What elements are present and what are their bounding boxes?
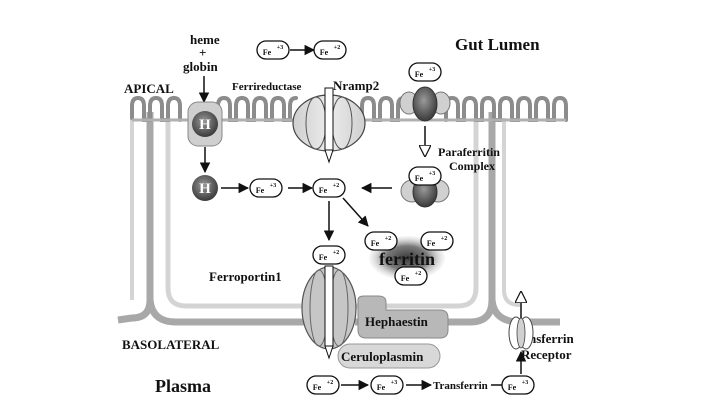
fe2-cytosol-symbol: Fe bbox=[319, 186, 328, 195]
fe2-ferritin-left-charge: +2 bbox=[385, 236, 391, 242]
paraferritin-label-2: Complex bbox=[449, 159, 495, 173]
fe2-lumen-charge: +2 bbox=[334, 45, 340, 51]
plasma-label: Plasma bbox=[155, 376, 211, 396]
plus-label: + bbox=[199, 45, 206, 60]
heme-label: heme bbox=[190, 32, 220, 47]
fe3-lumen-symbol: Fe bbox=[263, 48, 272, 57]
ceruloplasmin-protein: Ceruloplasmin bbox=[337, 343, 441, 369]
fe3-integrin-badge: Fe +3 bbox=[408, 62, 442, 82]
fe3-integrin-charge: +3 bbox=[429, 67, 435, 73]
hephaestin-label: Hephaestin bbox=[365, 314, 429, 329]
integrin-mobilferrin-receptor bbox=[399, 86, 451, 122]
fe3-paraferritin-symbol: Fe bbox=[415, 174, 424, 183]
fe2-to-ferritin-arrow bbox=[342, 197, 369, 227]
fe3-transferrin-badge: Fe +3 bbox=[501, 375, 535, 395]
transferrin-receptor-label-2: Receptor bbox=[521, 347, 572, 362]
fe2-plasma-charge: +2 bbox=[327, 380, 333, 386]
fe2-plasma-badge: Fe +2 bbox=[306, 375, 340, 395]
fe2-ferroportin-symbol: Fe bbox=[319, 253, 328, 262]
fe3-paraferritin-charge: +3 bbox=[429, 171, 435, 177]
ferrireductase-label: Ferrireductase bbox=[232, 81, 302, 93]
heme-cytosol: H bbox=[192, 175, 218, 201]
heme-cytosol-icon bbox=[192, 175, 218, 201]
transferrin-label: Transferrin bbox=[433, 380, 488, 392]
fe2-cytosol-badge: Fe +2 bbox=[312, 178, 346, 198]
fe3-heme-derived-charge: +3 bbox=[270, 183, 276, 189]
apical-label: APICAL bbox=[124, 81, 174, 96]
fe2-ferritin-bottom-badge: Fe +2 bbox=[394, 266, 428, 286]
fe2-ferritin-left-symbol: Fe bbox=[371, 239, 380, 248]
fe2-ferritin-right-badge: Fe +2 bbox=[420, 231, 454, 251]
ferroportin1-transporter bbox=[301, 265, 357, 360]
fe3-plasma-badge: Fe +3 bbox=[370, 375, 404, 395]
transferrin-receptor bbox=[508, 316, 534, 350]
fe3-lumen-charge: +3 bbox=[277, 45, 283, 51]
heme-icon bbox=[192, 111, 218, 137]
fe2-ferritin-right-symbol: Fe bbox=[427, 239, 436, 248]
fe2-cytosol-charge: +2 bbox=[333, 183, 339, 189]
fe2-ferroportin-badge: Fe +2 bbox=[312, 245, 346, 265]
heme-symbol-text: H bbox=[199, 117, 211, 133]
ceruloplasmin-label: Ceruloplasmin bbox=[341, 349, 424, 364]
ferritin-label: ferritin bbox=[379, 249, 435, 269]
fe3-plasma-charge: +3 bbox=[391, 380, 397, 386]
fe2-ferritin-bottom-charge: +2 bbox=[415, 271, 421, 277]
fe2-ferritin-bottom-symbol: Fe bbox=[401, 274, 410, 283]
gut-lumen-label: Gut Lumen bbox=[455, 35, 540, 54]
fe2-plasma-symbol: Fe bbox=[313, 383, 322, 392]
ferroportin1-label: Ferroportin1 bbox=[209, 269, 282, 284]
nramp2-transporter bbox=[292, 87, 366, 164]
heme-cytosol-text: H bbox=[199, 181, 211, 197]
fe3-integrin-symbol: Fe bbox=[415, 70, 424, 79]
fe2-lumen-badge: Fe +2 bbox=[313, 40, 347, 60]
paraferritin-label-1: Paraferritin bbox=[438, 145, 500, 159]
fe3-transferrin-symbol: Fe bbox=[508, 383, 517, 392]
fe2-ferroportin-charge: +2 bbox=[333, 250, 339, 256]
fe2-lumen-symbol: Fe bbox=[320, 48, 329, 57]
nramp2-label: Nramp2 bbox=[333, 78, 379, 93]
fe3-paraferritin-badge: Fe +3 bbox=[408, 166, 442, 186]
microvilli-brush-border bbox=[130, 95, 568, 122]
fe3-lumen-badge: Fe +3 bbox=[256, 40, 290, 60]
fe2-ferritin-left-badge: Fe +2 bbox=[364, 231, 398, 251]
hephaestin-protein: Hephaestin bbox=[357, 295, 449, 339]
basolateral-label: BASOLATERAL bbox=[122, 337, 220, 352]
cell-membrane bbox=[117, 112, 560, 326]
fe3-heme-derived-symbol: Fe bbox=[256, 186, 265, 195]
fe2-ferritin-right-charge: +2 bbox=[441, 236, 447, 242]
globin-label: globin bbox=[183, 59, 218, 74]
heme-transporter: H bbox=[187, 101, 223, 147]
fe3-transferrin-charge: +3 bbox=[522, 380, 528, 386]
fe3-plasma-symbol: Fe bbox=[377, 383, 386, 392]
fe3-heme-derived-badge: Fe +3 bbox=[249, 178, 283, 198]
